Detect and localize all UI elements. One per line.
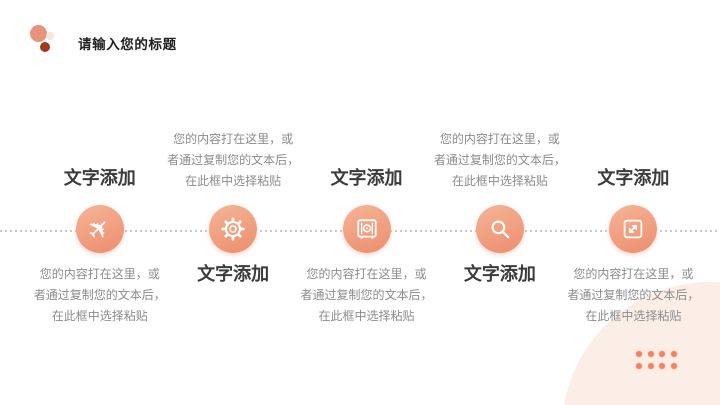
- dots-grid-decoration: [636, 351, 677, 369]
- expand-icon: [624, 219, 643, 239]
- logo-circle-main: [30, 25, 47, 42]
- timeline-item-5: 文字添加 您的内容打在这里，或 者通过复制您的文本后， 在此框中选择粘贴: [567, 0, 700, 405]
- dot: [659, 351, 665, 357]
- item-body: 您的内容打在这里，或 者通过复制您的文本后， 在此框中选择粘贴: [300, 267, 433, 323]
- dot: [636, 351, 642, 357]
- timeline-item-4: 您的内容打在这里，或 者通过复制您的文本后， 在此框中选择粘贴 文字添加: [433, 0, 566, 405]
- item-heading: 文字添加: [197, 264, 270, 284]
- dot: [670, 351, 677, 357]
- item-heading: 文字添加: [63, 168, 136, 188]
- item-heading: 文字添加: [463, 264, 536, 284]
- logo-circle-dark: [40, 42, 50, 52]
- item-body: 您的内容打在这里，或 者通过复制您的文本后， 在此框中选择粘贴: [33, 267, 166, 323]
- dot: [659, 363, 665, 369]
- timeline-item-3: 文字添加 您的内容打在这里，或 者通过复制您的文本后， 在此框中选择粘贴: [300, 0, 433, 405]
- timeline-item-2: 您的内容打在这里，或 者通过复制您的文本后， 在此框中选择粘贴: [166, 0, 299, 405]
- dot: [670, 363, 677, 369]
- item-icon-circle: [475, 205, 524, 253]
- dot: [647, 351, 654, 357]
- item-body: 您的内容打在这里，或 者通过复制您的文本后， 在此框中选择粘贴: [167, 132, 300, 188]
- dot: [647, 363, 654, 369]
- item-body: 您的内容打在这里，或 者通过复制您的文本后， 在此框中选择粘贴: [567, 267, 700, 323]
- item-heading: 文字添加: [597, 168, 670, 188]
- item-body: 您的内容打在这里，或 者通过复制您的文本后， 在此框中选择粘贴: [433, 132, 566, 188]
- safe-icon: [356, 219, 377, 239]
- magnifier-icon: [491, 220, 510, 239]
- timeline-item-1: 文字添加 ✈ 您的内容打在这里，或 者通过复制您的文本后， 在此框中选择粘贴: [33, 0, 166, 405]
- timeline-items: 文字添加 ✈ 您的内容打在这里，或 者通过复制您的文本后， 在此框中选择粘贴 您…: [33, 0, 700, 405]
- page-title: 请输入您的标题: [78, 37, 177, 52]
- item-icon-circle: ✈: [75, 205, 124, 253]
- item-icon-circle: [342, 205, 391, 253]
- item-icon-circle: [609, 205, 658, 253]
- gear-icon: [221, 217, 245, 241]
- dot: [636, 363, 642, 369]
- item-heading: 文字添加: [330, 168, 403, 188]
- item-icon-circle: [209, 205, 258, 253]
- plane-icon: ✈: [80, 210, 119, 248]
- logo-circle-light: [46, 32, 54, 40]
- logo: [0, 0, 70, 60]
